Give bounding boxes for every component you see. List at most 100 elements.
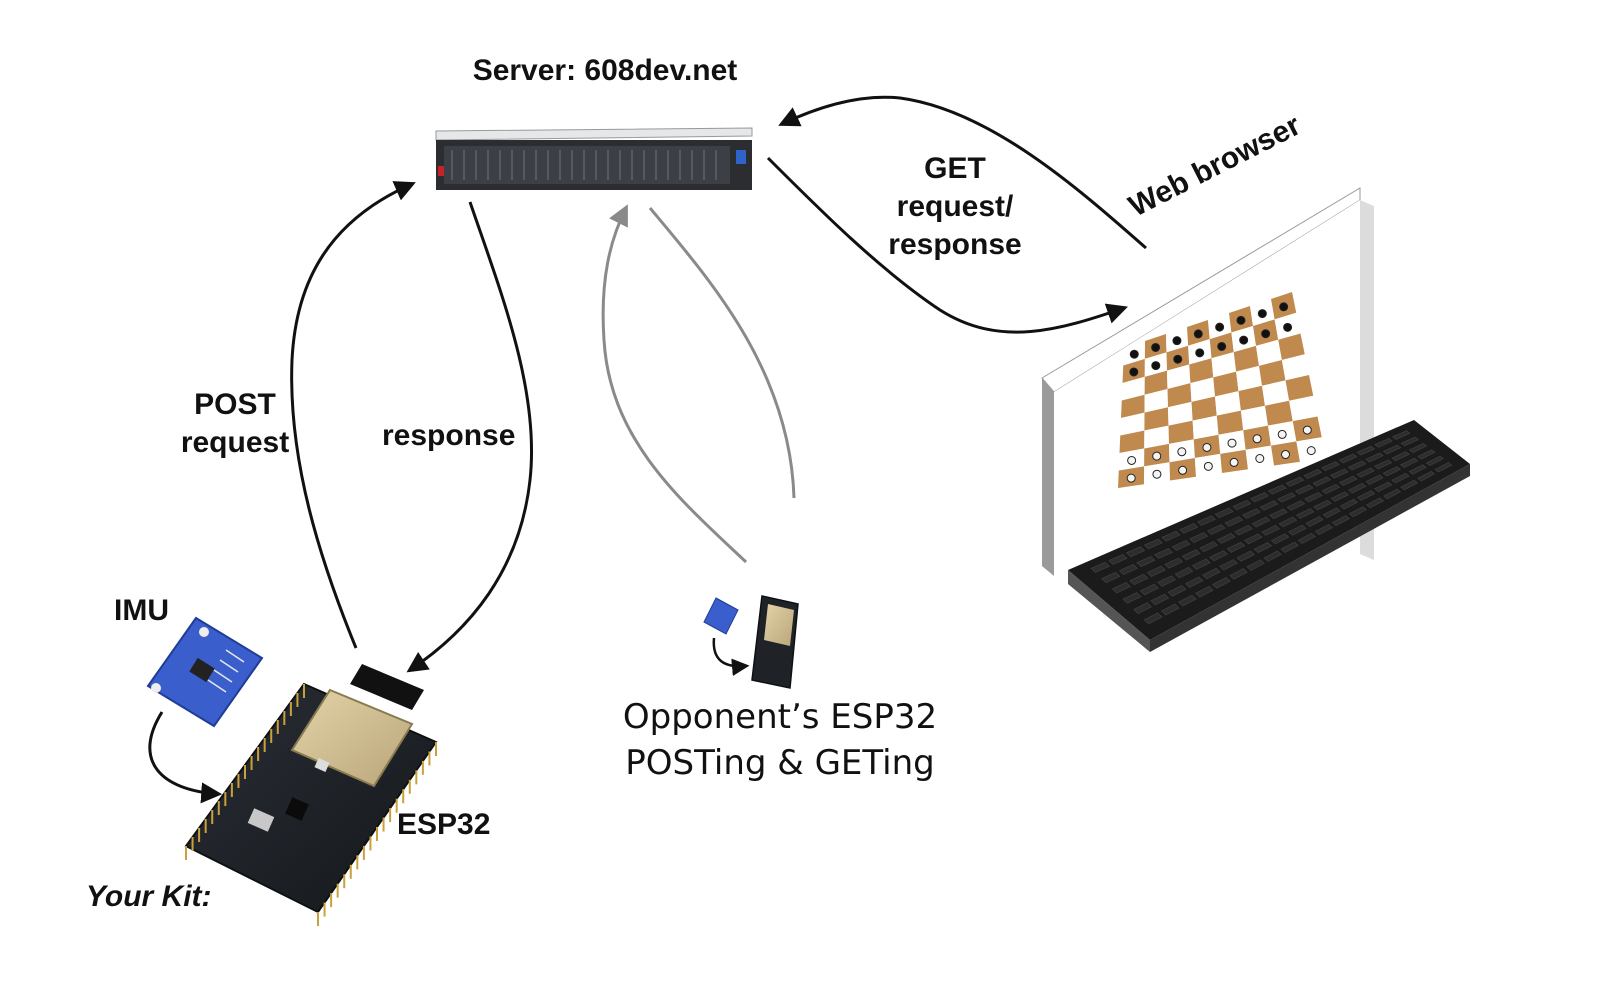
keyboard-key <box>1234 524 1253 536</box>
chessboard-icon <box>1118 292 1326 488</box>
keyboard-key <box>1270 533 1290 545</box>
chess-piece-icon <box>1127 455 1137 465</box>
chess-piece-icon <box>1279 302 1289 312</box>
keyboard-key <box>1178 594 1197 607</box>
imu-sensor-icon <box>146 616 264 728</box>
board-square <box>1189 358 1214 384</box>
keyboard-key <box>1408 464 1427 475</box>
board-square <box>1144 388 1168 413</box>
opponent-kit-icon <box>703 595 799 689</box>
board-square <box>1192 415 1219 440</box>
keyboard-key <box>1179 523 1199 534</box>
board-square <box>1262 380 1290 406</box>
chess-piece-icon <box>1151 342 1161 352</box>
keyboard-key <box>1226 541 1246 553</box>
keyboard-key <box>1212 577 1231 589</box>
keyboard-key <box>1365 452 1384 463</box>
keyboard-key <box>1321 483 1341 495</box>
keyboard-key <box>1174 567 1194 579</box>
chess-piece-icon <box>1193 329 1203 339</box>
keyboard-key <box>1206 524 1226 535</box>
keyboard-key <box>1261 525 1280 536</box>
keyboard-key <box>1400 436 1419 447</box>
chess-piece-icon <box>1215 322 1225 332</box>
board-square <box>1119 430 1145 453</box>
keyboard-key <box>1133 602 1152 614</box>
keyboard-key <box>1143 612 1163 625</box>
board-square <box>1121 394 1145 418</box>
keyboard-key <box>1184 576 1204 588</box>
keyboard-key <box>1339 498 1359 510</box>
keyboard-key <box>1263 550 1282 562</box>
keyboard-key <box>1280 541 1299 553</box>
post-request-label: POST request <box>160 386 310 462</box>
keyboard-key <box>1409 443 1428 453</box>
board-square <box>1144 370 1168 395</box>
keyboard-key <box>1297 532 1316 544</box>
keyboard-key <box>1357 490 1376 501</box>
chess-piece-icon <box>1277 429 1287 439</box>
esp32-label: ESP32 <box>397 808 491 841</box>
keyboard-key <box>1296 508 1315 519</box>
chess-piece-icon <box>1152 451 1162 461</box>
imu-label: IMU <box>114 594 169 627</box>
keyboard-key <box>1209 550 1228 562</box>
keyboard-key <box>1253 542 1273 554</box>
keyboard-key <box>1391 451 1410 462</box>
board-square <box>1233 345 1259 372</box>
chess-piece-icon <box>1236 315 1246 325</box>
keyboard-key <box>1171 540 1191 551</box>
chess-piece-icon <box>1203 461 1213 471</box>
keyboard-key <box>1374 481 1393 493</box>
board-square <box>1238 385 1265 411</box>
keyboard-key <box>1286 500 1306 511</box>
keyboard-key <box>1126 546 1146 558</box>
keyboard-key <box>1277 492 1296 503</box>
keyboard-key <box>1195 585 1214 598</box>
keyboard-key <box>1136 556 1156 567</box>
keyboard-key <box>1330 491 1350 502</box>
chess-piece-icon <box>1229 457 1239 467</box>
keyboard-key <box>1356 445 1376 456</box>
keyboard-key <box>1400 457 1419 468</box>
keyboard-key <box>1157 575 1177 587</box>
keyboard-key <box>1434 462 1453 473</box>
chess-piece-icon <box>1126 473 1136 483</box>
chess-piece-icon <box>1217 341 1227 351</box>
keyboard-key <box>1338 453 1358 464</box>
board-square <box>1236 365 1262 392</box>
keyboard-key <box>1090 561 1110 573</box>
response-label: response <box>382 419 516 452</box>
opponent-get-arrow <box>648 207 796 499</box>
keyboard-key <box>1391 473 1410 484</box>
chess-piece-icon <box>1178 465 1188 475</box>
chess-piece-icon <box>1172 336 1182 346</box>
chess-piece-icon <box>1151 361 1161 371</box>
keyboard-key <box>1303 469 1323 479</box>
opponent-label: Opponent’s ESP32 POSTing & GETing <box>610 694 950 786</box>
board-square <box>1191 396 1217 421</box>
board-square <box>1240 405 1268 431</box>
board-square <box>1281 354 1309 381</box>
keyboard-key <box>1374 438 1393 448</box>
board-square <box>1144 425 1169 449</box>
keyboard-key <box>1143 538 1163 550</box>
chess-piece-icon <box>1306 446 1316 456</box>
chess-piece-icon <box>1261 329 1271 339</box>
keyboard-key <box>1294 484 1314 495</box>
board-square <box>1256 339 1282 366</box>
keyboard-key <box>1251 516 1271 528</box>
keyboard-key <box>1331 515 1350 527</box>
keyboard-key <box>1101 571 1121 584</box>
get-response-arrow <box>766 156 1128 334</box>
keyboard-key <box>1181 549 1201 561</box>
keyboard-icon <box>1068 420 1470 652</box>
keyboard-key <box>1243 533 1263 545</box>
board-square <box>1121 376 1145 401</box>
post-request-arrow <box>290 181 416 649</box>
keyboard-key <box>1392 430 1411 440</box>
keyboard-key <box>1139 583 1159 596</box>
keyboard-key <box>1417 449 1436 460</box>
post-request-text: POST request <box>180 388 290 459</box>
keyboard-key <box>1146 565 1166 577</box>
